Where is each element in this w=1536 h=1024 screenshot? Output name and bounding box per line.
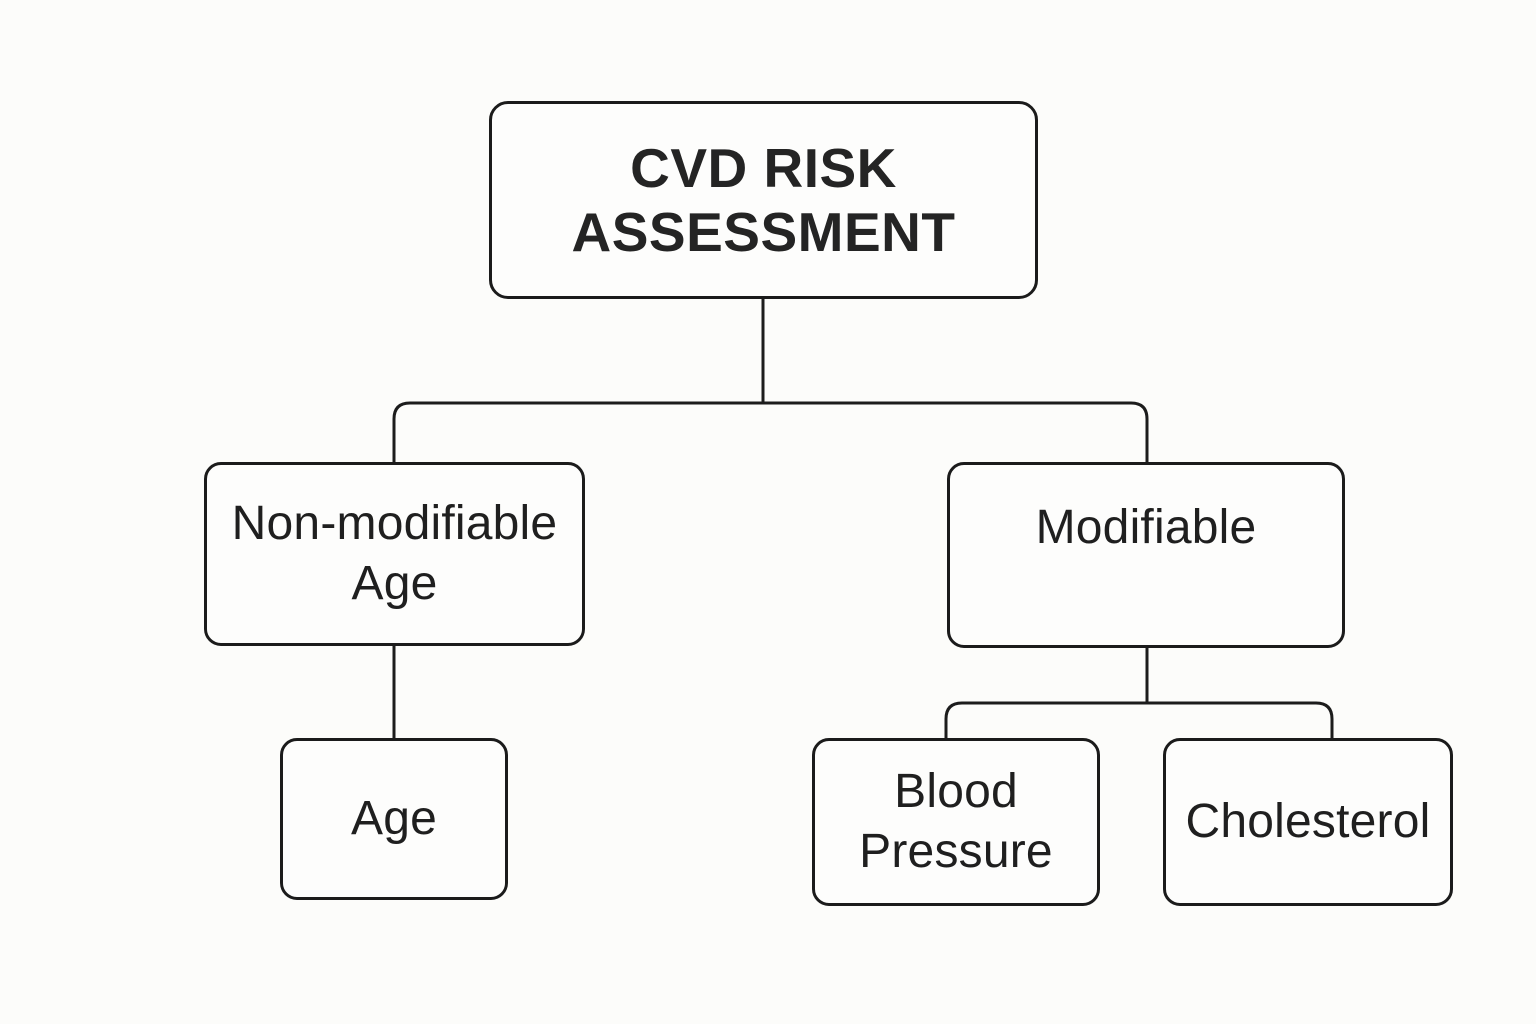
node-age: Age — [280, 738, 508, 900]
node-non-modifiable-age-label: Non-modifiable Age — [231, 497, 558, 610]
node-non-modifiable-age: Non-modifiable Age — [204, 462, 585, 646]
node-cvd-risk-assessment-label: CVD RISK ASSESSMENT — [571, 137, 956, 263]
node-blood-pressure-label: Blood Pressure — [859, 765, 1053, 878]
node-modifiable: Modifiable — [947, 462, 1345, 648]
connector-modifiable-to-children — [944, 701, 1334, 738]
connector-title-to-children — [392, 401, 1149, 462]
node-cholesterol: Cholesterol — [1163, 738, 1453, 906]
node-cholesterol-label: Cholesterol — [1185, 795, 1431, 848]
node-cvd-risk-assessment: CVD RISK ASSESSMENT — [489, 101, 1038, 299]
node-modifiable-label: Modifiable — [1035, 501, 1257, 554]
node-blood-pressure: Blood Pressure — [812, 738, 1100, 906]
node-age-label: Age — [350, 792, 437, 845]
